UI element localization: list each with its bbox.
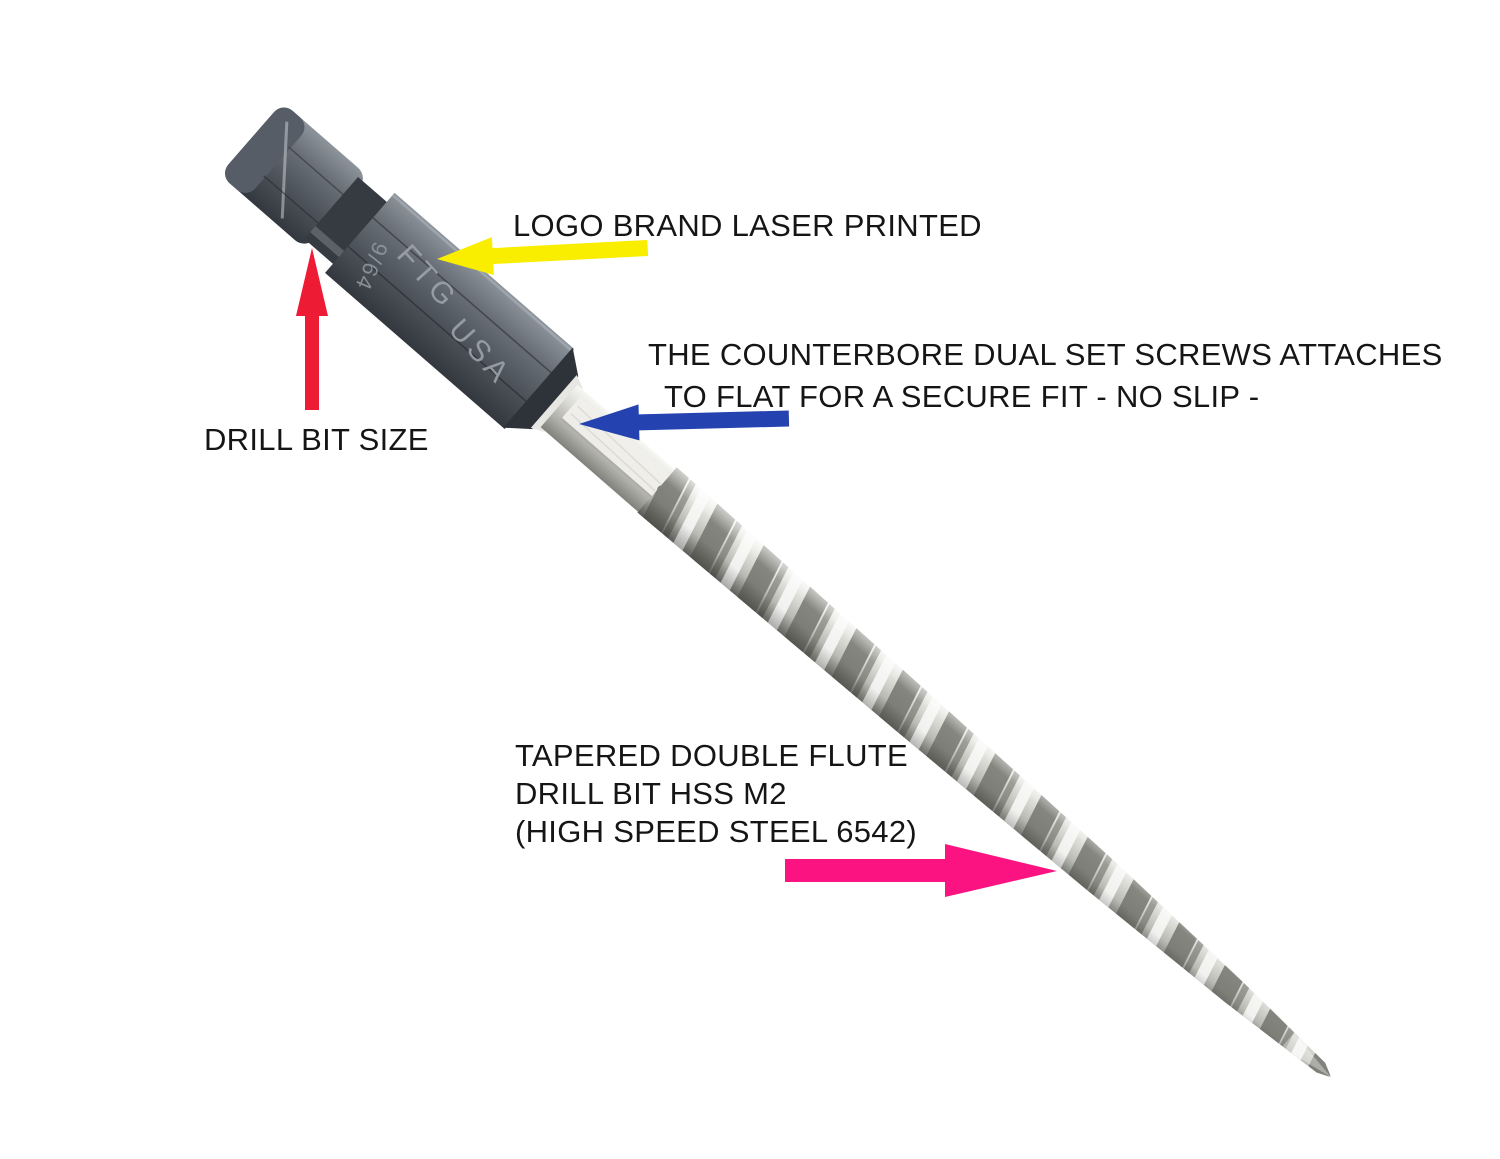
red-up-arrow-icon [296, 248, 328, 410]
logo-brand-label: LOGO BRAND LASER PRINTED [513, 208, 982, 243]
drill-tip [1281, 1033, 1332, 1078]
counterbore-note-line1: THE COUNTERBORE DUAL SET SCREWS ATTACHES [648, 337, 1443, 372]
yellow-left-arrow-icon [437, 237, 649, 276]
drill-bit: FTG USA 9/64 [224, 107, 1352, 1100]
counterbore-note-line2: TO FLAT FOR A SECURE FIT - NO SLIP - [664, 379, 1260, 414]
drill-bit-size-label: DRILL BIT SIZE [204, 422, 429, 457]
flute-note-line3: (HIGH SPEED STEEL 6542) [515, 814, 917, 849]
pink-right-arrow-icon [785, 844, 1057, 897]
hex-shank-end [224, 107, 363, 244]
hex-shank-body: FTG USA 9/64 [325, 192, 575, 429]
blue-left-arrow-icon [579, 404, 790, 441]
flute-note-line2: DRILL BIT HSS M2 [515, 776, 787, 811]
hex-shank-groove [304, 176, 392, 268]
shank-collar [503, 347, 583, 432]
flute-arrow [785, 844, 1057, 897]
flute-note-line1: TAPERED DOUBLE FLUTE [515, 738, 909, 773]
size-arrow [296, 248, 328, 410]
flute-note: TAPERED DOUBLE FLUTE DRILL BIT HSS M2 (H… [515, 737, 917, 851]
counterbore-note: THE COUNTERBORE DUAL SET SCREWS ATTACHES… [648, 334, 1443, 418]
tapered-flutes [637, 467, 1352, 1100]
logo-arrow [437, 237, 649, 276]
counterbore-arrow [579, 404, 790, 441]
